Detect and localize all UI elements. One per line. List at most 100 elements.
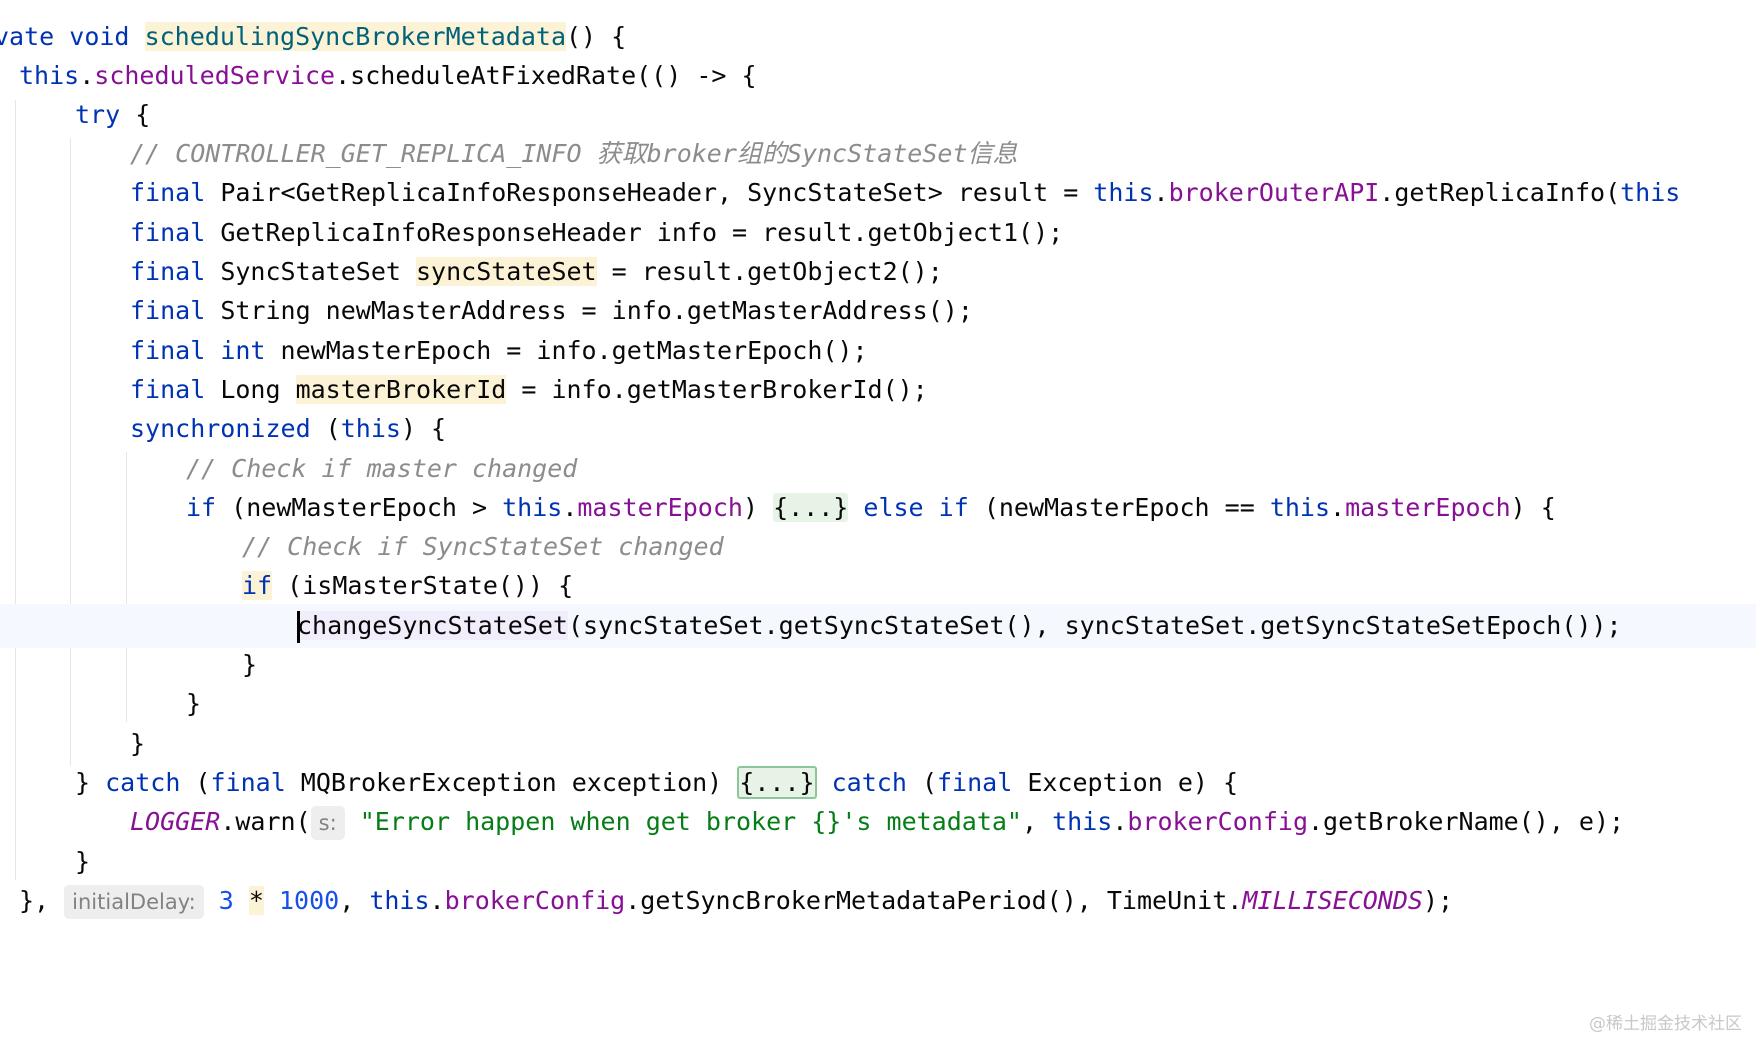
code-text: ( — [310, 414, 341, 443]
indent-guide — [126, 452, 127, 722]
string-literal: "Error happen when get broker {}'s metad… — [359, 807, 1022, 836]
code-text: (newMasterEpoch == — [968, 493, 1270, 522]
code-text: ( — [180, 768, 211, 797]
code-text: () { — [566, 22, 627, 51]
keyword: int — [220, 336, 266, 365]
code-text: Long — [205, 375, 296, 404]
code-text: ) — [742, 493, 774, 522]
code-text: ) { — [400, 414, 447, 443]
keyword: final — [130, 296, 206, 325]
code-line-22[interactable]: } — [0, 840, 1756, 884]
code-line-23[interactable]: }, initialDelay: 3 * 1000, this.brokerCo… — [0, 879, 1756, 923]
static-constant: MILLISECONDS — [1242, 886, 1423, 915]
keyword: final — [130, 336, 206, 365]
keyword: if — [938, 493, 969, 522]
code-text: Pair<GetReplicaInfoResponseHeader, SyncS… — [205, 178, 1094, 207]
code-line-3[interactable]: try { — [0, 93, 1756, 137]
keyword-this: this — [1269, 493, 1331, 522]
code-text: .getSyncBrokerMetadataPeriod(), TimeUnit… — [625, 886, 1243, 915]
indent-guide — [15, 100, 16, 880]
code-line-16-current[interactable]: changeSyncStateSet(syncStateSet.getSyncS… — [0, 604, 1756, 648]
keyword: final — [130, 178, 206, 207]
code-line-8[interactable]: final String newMasterAddress = info.get… — [0, 289, 1756, 333]
number-literal: 3 — [218, 886, 234, 915]
code-line-5[interactable]: final Pair<GetReplicaInfoResponseHeader,… — [130, 178, 1681, 207]
keyword: catch — [831, 768, 907, 797]
code-text — [848, 493, 863, 522]
code-line-20[interactable]: } catch (final MQBrokerException excepti… — [0, 761, 1756, 805]
code-text: { — [120, 100, 151, 129]
keyword-this: this — [1052, 807, 1113, 836]
method-call-highlighted[interactable]: changeSyncStateSet — [297, 611, 568, 640]
code-text: SyncStateSet — [205, 257, 416, 286]
code-text: .warn( — [220, 807, 311, 836]
keyword: if — [186, 493, 217, 522]
code-text: .scheduleAtFixedRate(() -> { — [335, 61, 757, 90]
operator-highlighted: * — [248, 886, 264, 915]
code-line-18[interactable]: } — [0, 682, 1756, 726]
code-line-1[interactable]: vate void schedulingSyncBrokerMetadata()… — [0, 15, 1756, 59]
field: masterEpoch — [1345, 493, 1511, 522]
text-caret — [297, 611, 300, 643]
keyword: vate — [0, 22, 55, 51]
code-line-2[interactable]: this.scheduledService.scheduleAtFixedRat… — [19, 61, 757, 90]
keyword: void — [69, 22, 130, 51]
code-line-17[interactable]: } — [0, 643, 1756, 687]
code-line-7[interactable]: final SyncStateSet syncStateSet = result… — [0, 250, 1756, 294]
variable-highlighted[interactable]: masterBrokerId — [295, 375, 507, 404]
keyword: else — [863, 493, 924, 522]
code-line-15[interactable]: if (isMasterState()) { — [0, 564, 1756, 608]
keyword: final — [210, 768, 286, 797]
variable-highlighted[interactable]: syncStateSet — [415, 257, 597, 286]
method-name-highlighted[interactable]: schedulingSyncBrokerMetadata — [144, 22, 566, 51]
field: brokerConfig — [444, 886, 626, 915]
keyword-this: this — [340, 414, 401, 443]
code-text: = info.getMasterBrokerId(); — [506, 375, 928, 404]
code-text: MQBrokerException exception) — [285, 768, 738, 797]
code-text — [924, 493, 939, 522]
closing-brace: } — [75, 847, 91, 876]
keyword: catch — [105, 768, 181, 797]
closing-brace: } — [130, 729, 146, 758]
code-line-9[interactable]: final int newMasterEpoch = info.getMaste… — [0, 329, 1756, 373]
code-line-4[interactable]: // CONTROLLER_GET_REPLICA_INFO 获取broker组… — [0, 132, 1756, 176]
comment: // Check if SyncStateSet changed — [242, 532, 724, 561]
folded-code-region-selected[interactable]: {...} — [737, 766, 817, 799]
code-text — [817, 768, 832, 797]
code-text: newMasterEpoch = info.getMasterEpoch(); — [265, 336, 868, 365]
field: brokerOuterAPI — [1168, 178, 1380, 207]
code-text: } — [75, 768, 106, 797]
code-text: , — [1021, 807, 1053, 836]
code-text: Exception e) { — [1012, 768, 1239, 797]
code-line-14[interactable]: // Check if SyncStateSet changed — [0, 525, 1756, 569]
code-text: String newMasterAddress = info.getMaster… — [205, 296, 973, 325]
code-text: ); — [1422, 886, 1454, 915]
keyword-this: this — [369, 886, 430, 915]
keyword-highlighted: if — [242, 571, 273, 600]
code-line-21[interactable]: LOGGER.warn(s: "Error happen when get br… — [0, 800, 1756, 844]
closing-brace: } — [242, 650, 258, 679]
code-text: (syncStateSet.getSyncStateSet(), syncSta… — [567, 611, 1622, 640]
keyword-this: this — [1093, 178, 1154, 207]
code-line-12[interactable]: // Check if master changed — [0, 447, 1756, 491]
code-text: GetReplicaInfoResponseHeader info = resu… — [205, 218, 1064, 247]
folded-code-region[interactable]: {...} — [773, 493, 849, 522]
code-text: ) { — [1510, 493, 1556, 522]
comment: // Check if master changed — [186, 454, 578, 483]
code-line-13[interactable]: if (newMasterEpoch > this.masterEpoch) {… — [186, 493, 1556, 522]
static-field: LOGGER — [130, 807, 221, 836]
watermark: @稀土掘金技术社区 — [1589, 1014, 1742, 1034]
code-text: .getReplicaInfo( — [1379, 178, 1621, 207]
keyword-this: this — [19, 61, 80, 90]
code-line-19[interactable]: } — [0, 722, 1756, 766]
keyword-this: this — [502, 493, 563, 522]
code-line-10[interactable]: final Long masterBrokerId = info.getMast… — [0, 368, 1756, 412]
code-text: ( — [906, 768, 937, 797]
keyword: synchronized — [130, 414, 311, 443]
indent-guide — [70, 138, 71, 766]
keyword: final — [130, 257, 206, 286]
code-line-6[interactable]: final GetReplicaInfoResponseHeader info … — [0, 211, 1756, 255]
keyword: final — [130, 218, 206, 247]
code-line-11[interactable]: synchronized (this) { — [0, 407, 1756, 451]
